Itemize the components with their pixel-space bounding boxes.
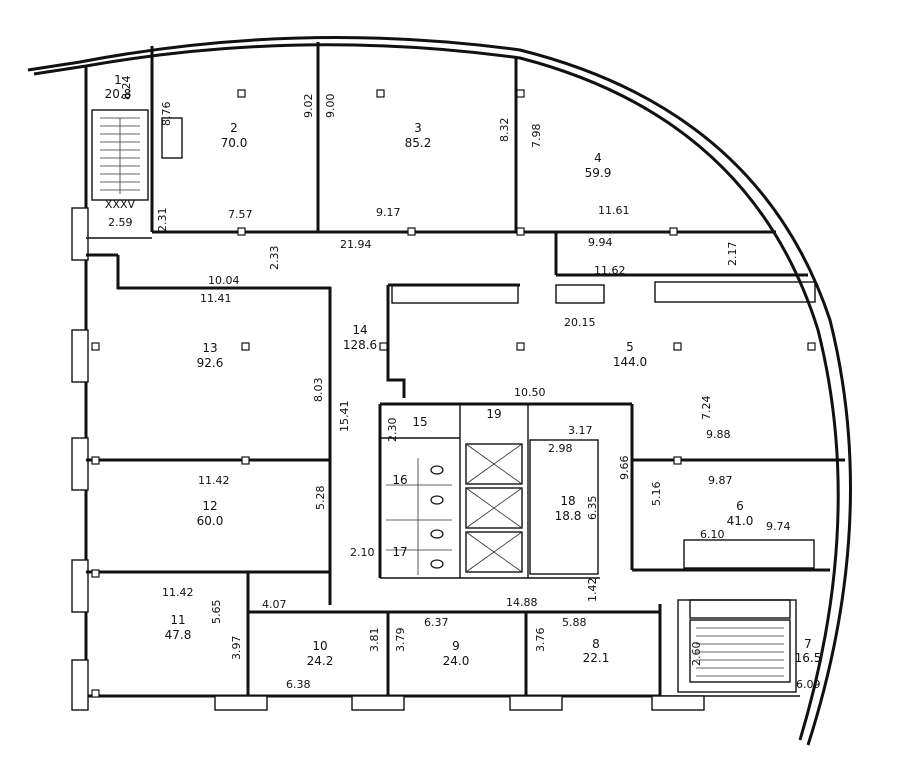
room-14-area: 128.6 — [343, 338, 377, 352]
dimension-labels: 8.24 2.59 2.31 8.76 7.57 9.02 9.00 9.17 … — [108, 76, 821, 692]
dimension: 2.30 — [386, 418, 399, 443]
dimension: 14.88 — [506, 596, 538, 609]
dimension: 5.88 — [562, 616, 587, 629]
dimension: 15.41 — [338, 401, 351, 433]
dimension: 3.17 — [568, 424, 593, 437]
radiator-units — [391, 281, 816, 619]
dimension: 7.98 — [530, 124, 543, 149]
room-5-area: 144.0 — [613, 355, 647, 369]
dimension: 6.35 — [586, 496, 599, 521]
room-5-number: 5 — [626, 340, 634, 354]
dimension: 6.38 — [286, 678, 311, 691]
dimension: 1.42 — [586, 578, 599, 603]
room-4-number: 4 — [594, 151, 602, 165]
dimension: 5.65 — [210, 600, 223, 625]
wc-fixtures — [386, 458, 452, 575]
dimension: 2.10 — [350, 546, 375, 559]
dimension: 20.15 — [564, 316, 596, 329]
room-10-number: 10 — [312, 639, 327, 653]
dimension: 2.17 — [726, 242, 739, 267]
dimension: 2.60 — [690, 642, 703, 667]
dimension: 21.94 — [340, 238, 372, 251]
interior-walls — [86, 42, 845, 696]
dimension: 9.66 — [618, 456, 631, 481]
room-18-number: 18 — [560, 494, 575, 508]
room-2-area: 70.0 — [221, 136, 248, 150]
dimension: 9.88 — [706, 428, 731, 441]
dimension: 5.16 — [650, 482, 663, 507]
room-3-area: 85.2 — [405, 136, 432, 150]
dimension: 9.74 — [766, 520, 791, 533]
dimension: 9.87 — [708, 474, 733, 487]
dimension: 2.59 — [108, 216, 133, 229]
dimension: 9.17 — [376, 206, 401, 219]
dimension: 3.79 — [394, 628, 407, 653]
room-1-area: 20.8 — [105, 87, 132, 101]
dimension: 11.61 — [598, 204, 630, 217]
room-8-number: 8 — [592, 637, 600, 651]
room-6-area: 41.0 — [727, 514, 754, 528]
room-18-area: 18.8 — [555, 509, 582, 523]
room-7-area: 16.5 — [795, 651, 822, 665]
dimension: 6.10 — [700, 528, 725, 541]
stairs — [100, 117, 784, 677]
dimension: 5.28 — [314, 486, 327, 511]
dimension: 11.41 — [200, 292, 232, 305]
dimension: 3.76 — [534, 628, 547, 653]
dimension: 9.00 — [324, 94, 337, 119]
columns — [91, 89, 816, 698]
elevator-shafts — [465, 443, 523, 573]
dimension: 3.81 — [368, 628, 381, 653]
room-11-area: 47.8 — [165, 628, 192, 642]
room-8-area: 22.1 — [583, 651, 610, 665]
room-15-number: 15 — [412, 415, 427, 429]
room-labels: 1 20.8 2 70.0 3 85.2 4 59.9 5 144.0 6 41… — [105, 73, 822, 668]
room-2-number: 2 — [230, 121, 238, 135]
room-3-number: 3 — [414, 121, 422, 135]
room-9-area: 24.0 — [443, 654, 470, 668]
dimension: 11.62 — [594, 264, 626, 277]
room-7-number: 7 — [804, 637, 812, 651]
dimension: 10.04 — [208, 274, 240, 287]
dimension: 11.42 — [198, 474, 230, 487]
dimension: 7.57 — [228, 208, 253, 221]
dimension: 9.02 — [302, 94, 315, 119]
dimension: 2.31 — [156, 208, 169, 233]
dimension: 2.98 — [548, 442, 573, 455]
room-4-area: 59.9 — [585, 166, 612, 180]
room-6-number: 6 — [736, 499, 744, 513]
dimension: 8.24 — [120, 76, 133, 101]
room-13-number: 13 — [202, 341, 217, 355]
room-14-number: 14 — [352, 323, 367, 337]
room-11-number: 11 — [170, 613, 185, 627]
dimension: 8.76 — [160, 102, 173, 127]
room-12-area: 60.0 — [197, 514, 224, 528]
room-17-number: 17 — [392, 545, 407, 559]
dimension: 3.97 — [230, 636, 243, 661]
room-13-area: 92.6 — [197, 356, 224, 370]
room-12-number: 12 — [202, 499, 217, 513]
dimension: 8.03 — [312, 378, 325, 403]
room-19-number: 19 — [486, 407, 501, 421]
stair-label: XXXV — [105, 198, 136, 211]
facade-piers — [71, 207, 705, 711]
dimension: 9.94 — [588, 236, 613, 249]
dimension: 6.09 — [796, 678, 821, 691]
dimension: 10.50 — [514, 386, 546, 399]
dimension: 8.32 — [498, 118, 511, 143]
dimension: 7.24 — [700, 396, 713, 421]
dimension: 6.37 — [424, 616, 449, 629]
dimension: 11.42 — [162, 586, 194, 599]
room-16-number: 16 — [392, 473, 407, 487]
room-10-area: 24.2 — [307, 654, 334, 668]
room-9-number: 9 — [452, 639, 460, 653]
dimension: 4.07 — [262, 598, 287, 611]
dimension: 2.33 — [268, 246, 281, 271]
room-1-number: 1 — [114, 73, 122, 87]
